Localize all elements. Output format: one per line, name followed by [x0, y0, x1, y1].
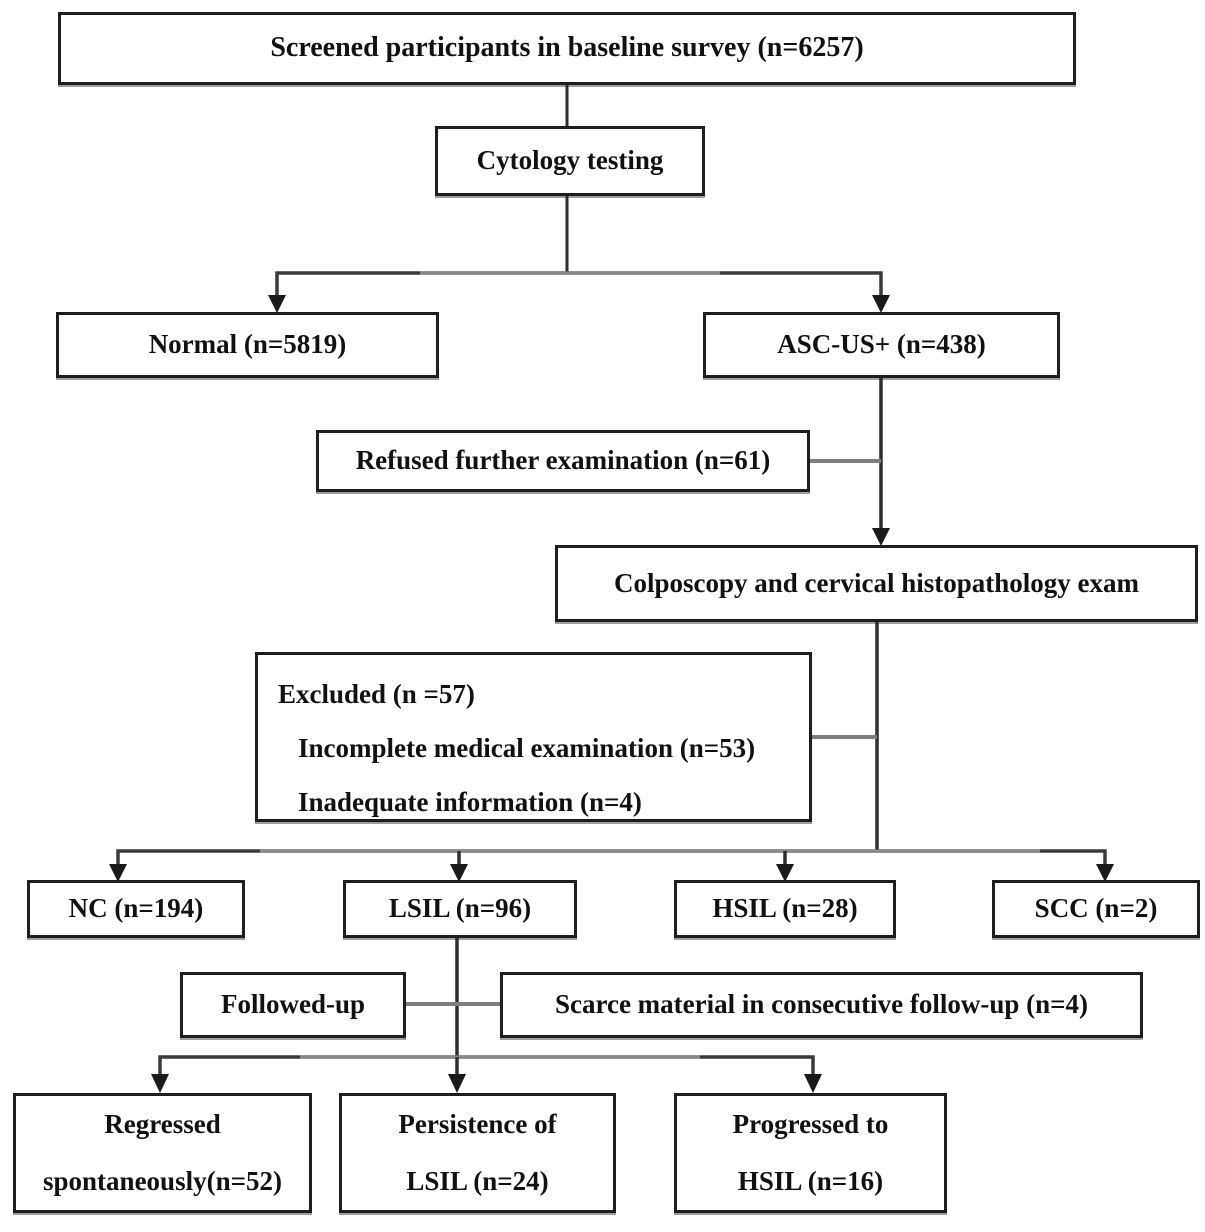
node-label: HSIL (n=28): [712, 893, 858, 924]
arrowhead-scc: [1096, 864, 1114, 882]
node-screened: Screened participants in baseline survey…: [58, 12, 1076, 85]
node-label: NC (n=194): [68, 893, 204, 924]
node-label-line2: HSIL (n=16): [737, 1166, 884, 1196]
node-progressed: Progressed to HSIL (n=16): [674, 1093, 947, 1213]
arrowhead-ascus: [872, 295, 890, 313]
node-refused: Refused further examination (n=61): [316, 430, 810, 492]
node-nc: NC (n=194): [27, 880, 245, 938]
node-label-line3: Inadequate information (n=4): [298, 787, 642, 817]
node-label: Normal (n=5819): [148, 329, 347, 360]
node-label-line2: Incomplete medical examination (n=53): [298, 733, 756, 763]
arrowhead-colposcopy: [872, 528, 890, 546]
node-label-line1: Regressed: [104, 1109, 221, 1139]
node-scarce: Scarce material in consecutive follow-up…: [500, 972, 1143, 1038]
node-label: Followed-up: [220, 989, 366, 1020]
node-ascus: ASC-US+ (n=438): [703, 312, 1060, 378]
node-label-line1: Progressed to: [732, 1109, 889, 1139]
node-label: SCC (n=2): [1034, 893, 1158, 924]
arrowhead-persistence: [448, 1074, 466, 1093]
node-label-line1: Persistence of: [398, 1109, 557, 1139]
node-lsil: LSIL (n=96): [343, 880, 577, 938]
node-label: Scarce material in consecutive follow-up…: [554, 989, 1089, 1020]
arrowhead-normal: [268, 295, 286, 313]
arrowhead-regressed: [151, 1074, 169, 1093]
node-persistence: Persistence of LSIL (n=24): [339, 1093, 616, 1213]
edge-branch2: [116, 849, 1107, 868]
edge-branch3: [158, 1055, 815, 1078]
node-label: Screened participants in baseline survey…: [270, 32, 864, 64]
node-scc: SCC (n=2): [992, 880, 1200, 938]
node-label-line1: Excluded (n =57): [278, 679, 475, 709]
node-label: Cytology testing: [476, 145, 664, 176]
node-hsil: HSIL (n=28): [674, 880, 896, 938]
node-regressed: Regressed spontaneously(n=52): [13, 1093, 312, 1213]
arrowhead-lsil: [450, 864, 468, 882]
node-label: ASC-US+ (n=438): [777, 329, 986, 360]
node-label: Refused further examination (n=61): [355, 445, 771, 476]
node-label-line2: spontaneously(n=52): [43, 1166, 282, 1196]
node-label-line2: LSIL (n=24): [406, 1166, 549, 1196]
arrowhead-progressed: [804, 1074, 822, 1093]
arrowhead-hsil: [776, 864, 794, 882]
edge-branch1: [275, 271, 883, 300]
node-label: Colposcopy and cervical histopathology e…: [613, 567, 1139, 598]
node-excluded: Excluded (n =57) Incomplete medical exam…: [255, 652, 812, 822]
node-normal: Normal (n=5819): [56, 312, 439, 378]
node-label: LSIL (n=96): [388, 893, 532, 924]
arrowhead-nc: [109, 864, 127, 882]
node-followedup: Followed-up: [180, 972, 406, 1038]
node-cytology: Cytology testing: [435, 126, 705, 196]
node-colposcopy: Colposcopy and cervical histopathology e…: [555, 545, 1198, 622]
